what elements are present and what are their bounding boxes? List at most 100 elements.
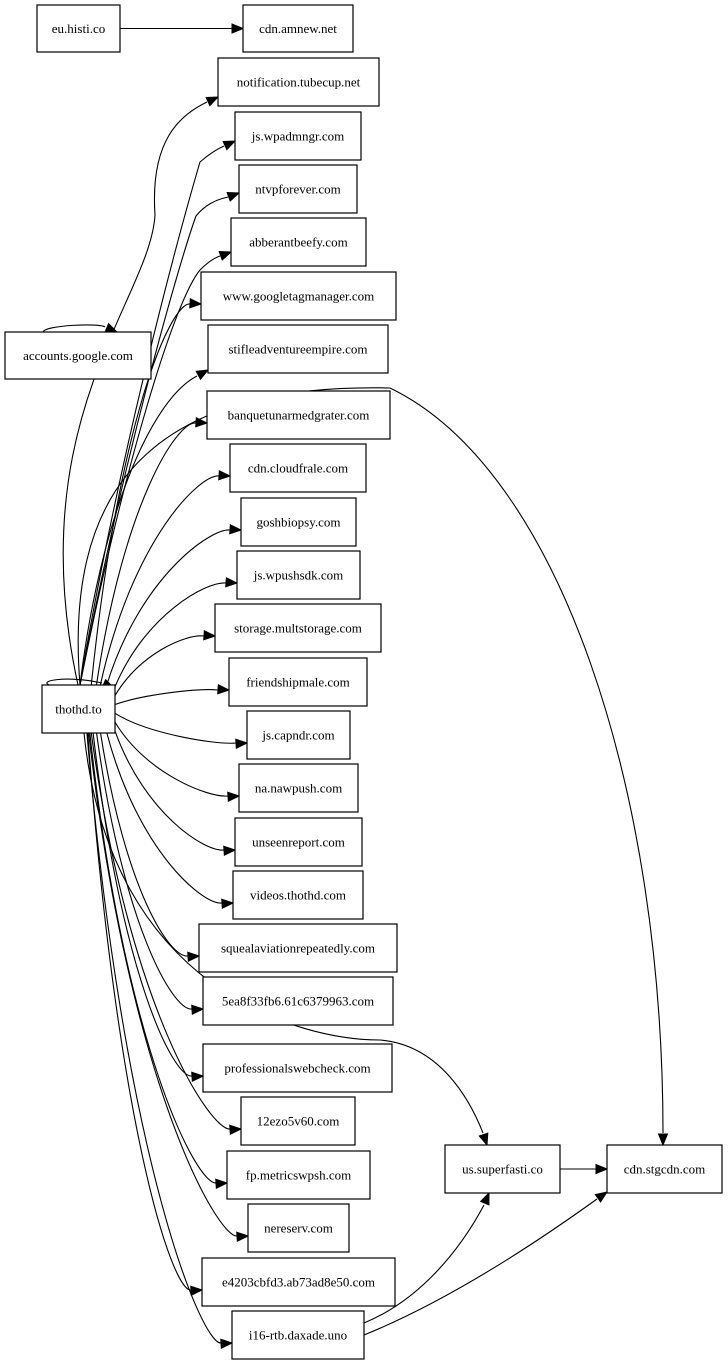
edge-line — [79, 255, 221, 686]
node-cdn_cloudfrale: cdn.cloudfrale.com — [229, 443, 367, 493]
node-box — [202, 1043, 393, 1093]
node-n12ezo: 12ezo5v60.com — [240, 1096, 356, 1146]
edge-us_superfasti-to-cdn_stgcdn — [560, 1163, 609, 1175]
node-label: na.nawpush.com — [255, 781, 342, 796]
node-box — [36, 4, 121, 53]
node-label: storage.multstorage.com — [234, 621, 362, 636]
node-box — [217, 57, 380, 107]
node-box — [238, 164, 358, 214]
node-label: 12ezo5v60.com — [257, 1114, 340, 1129]
node-videos_thothd: videos.thothd.com — [232, 870, 364, 920]
node-stifleadventure: stifleadventureempire.com — [207, 324, 389, 374]
edge-thothd-to-stifleadventure — [79, 369, 210, 686]
edge-thothd-to-banquet — [95, 417, 209, 686]
node-label: goshbiopsy.com — [256, 515, 340, 530]
node-box — [229, 443, 367, 493]
node-box — [198, 923, 398, 973]
edge-line — [87, 732, 192, 1291]
edge-thothd-to-notif_tubecup — [62, 96, 220, 686]
node-nereserv: nereserv.com — [247, 1203, 350, 1253]
node-notif_tubecup: notification.tubecup.net — [217, 57, 380, 107]
edge-arrowhead — [227, 791, 241, 802]
edge-line — [106, 529, 231, 686]
edge-arrowhead — [236, 1231, 250, 1242]
node-professionalswebcheck: professionalswebcheck.com — [202, 1043, 393, 1093]
node-unseenreport: unseenreport.com — [234, 817, 363, 867]
node-label: stifleadventureempire.com — [229, 342, 368, 357]
node-label: squealaviationrepeatedly.com — [221, 941, 375, 956]
node-box — [41, 684, 116, 734]
edge-arrowhead — [478, 1132, 489, 1147]
edge-line — [79, 375, 198, 686]
node-ntvpforever: ntvpforever.com — [238, 164, 358, 214]
edge-thothd-to-squeal — [99, 732, 201, 962]
node-label: banquetunarmedgrater.com — [228, 408, 370, 423]
edge-arrowhead — [657, 1133, 669, 1147]
node-js_capndr: js.capndr.com — [246, 710, 351, 760]
node-box — [236, 550, 361, 600]
edge-line — [89, 732, 217, 1184]
edge-line — [79, 145, 225, 686]
node-box — [214, 603, 382, 653]
node-box — [247, 1203, 350, 1253]
edge-thothd-to-us_superfasti — [83, 732, 489, 1147]
node-box — [234, 817, 363, 867]
edge-thothd-to-goshbiopsy — [106, 524, 243, 686]
edge-thothd-to-ntvpforever — [79, 192, 241, 686]
node-friendshipmale: friendshipmale.com — [228, 657, 368, 707]
edge-arrowhead — [189, 298, 203, 309]
edge-arrowhead — [229, 1124, 243, 1135]
node-googletagmanager: www.googletagmanager.com — [200, 271, 397, 321]
edge-line — [363, 1204, 485, 1324]
node-storage_multstorage: storage.multstorage.com — [214, 603, 382, 653]
node-abberantbeefy: abberantbeefy.com — [230, 217, 367, 267]
edge-arrowhead — [191, 1071, 205, 1082]
edge-thothd-to-videos_thothd — [106, 732, 235, 909]
node-box — [4, 331, 152, 380]
edge-line — [90, 303, 191, 686]
node-box — [230, 217, 367, 267]
edge-i16rtb-to-cdn_stgcdn — [363, 1191, 609, 1336]
edge-accounts_google-to-accounts_google — [42, 322, 119, 333]
edge-thothd-to-i16rtb — [86, 732, 234, 1349]
node-label: cdn.amnew.net — [259, 21, 337, 36]
edge-eu_histi-to-cdn_amnew — [120, 23, 245, 34]
edge-line — [90, 732, 231, 1130]
node-thothd: thothd.to — [41, 684, 116, 734]
node-accounts_google: accounts.google.com — [4, 331, 152, 380]
edge-line — [86, 732, 222, 1344]
edge-line — [99, 475, 220, 686]
node-us_superfasti: us.superfasti.co — [444, 1144, 561, 1194]
node-label: friendshipmale.com — [246, 675, 350, 690]
edge-arrowhead — [229, 524, 243, 535]
edge-line — [114, 721, 229, 797]
edge-thothd-to-na_nawpush — [114, 721, 241, 802]
edge-arrowhead — [218, 251, 233, 261]
edge-line — [106, 732, 223, 904]
node-box — [206, 390, 391, 440]
edge-layer — [42, 23, 669, 1349]
edge-arrowhead — [195, 369, 210, 381]
edge-arrowhead — [203, 630, 217, 641]
node-label: us.superfasti.co — [462, 1162, 543, 1177]
edge-thothd-to-js_wpushsdk — [114, 577, 239, 687]
edge-thothd-to-storage_multstorage — [114, 630, 217, 696]
edge-arrowhead — [218, 470, 232, 481]
node-box — [226, 1150, 371, 1200]
node-label: e4203cbfd3.ab73ad8e50.com — [222, 1275, 375, 1290]
node-label: thothd.to — [55, 702, 102, 717]
edge-arrowhead — [479, 1191, 490, 1206]
node-js_wpushsdk: js.wpushsdk.com — [236, 550, 361, 600]
node-label: abberantbeefy.com — [249, 235, 347, 250]
edge-arrowhead — [595, 1163, 609, 1175]
edge-line — [79, 196, 229, 686]
node-box — [200, 271, 397, 321]
edge-arrowhead — [594, 1191, 609, 1203]
node-box — [240, 497, 357, 547]
edge-line — [114, 689, 219, 706]
node-label: unseenreport.com — [252, 835, 345, 850]
edge-arrowhead — [223, 845, 237, 856]
node-na_nawpush: na.nawpush.com — [238, 763, 359, 813]
